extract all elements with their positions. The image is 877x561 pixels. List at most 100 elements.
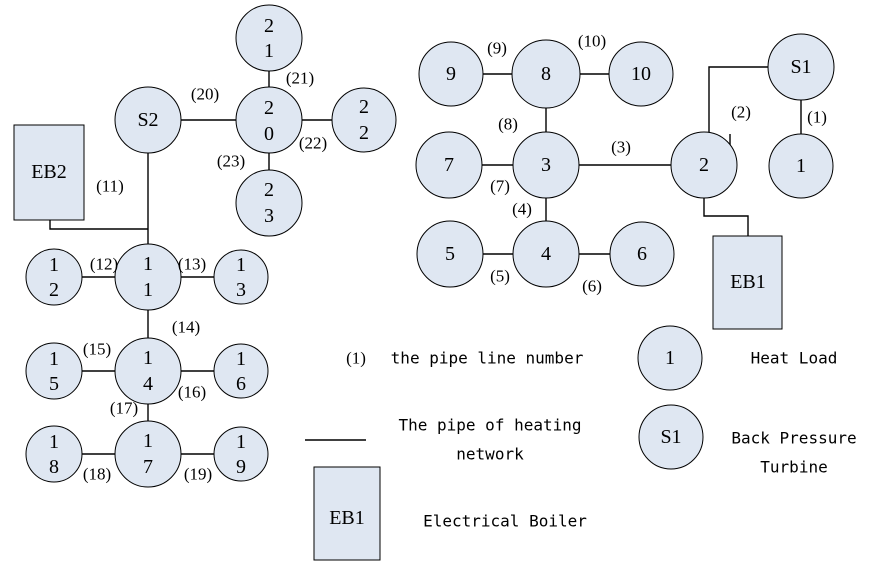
legend-boiler-text: Electrical Boiler: [423, 512, 587, 531]
node-6: 6: [609, 221, 675, 287]
legend-pipe-text-line2: network: [456, 445, 524, 464]
svg-text:1: 1: [796, 155, 806, 177]
legend-pipe-number-sample: (1): [346, 349, 366, 368]
svg-text:2: 2: [49, 279, 59, 301]
svg-text:5: 5: [445, 243, 455, 265]
node-7: 7: [415, 131, 483, 199]
pipe-label-15: (15): [83, 340, 111, 359]
svg-text:2: 2: [264, 15, 274, 37]
node-s1: S1: [767, 33, 835, 101]
pipe-label-10: (10): [578, 32, 606, 51]
pipe-label-9: (9): [487, 39, 507, 58]
pipe-eb2-line: [49, 220, 148, 230]
svg-text:S1: S1: [660, 426, 681, 448]
svg-text:7: 7: [143, 456, 153, 478]
legend: (1) the pipe line number 1 Heat Load The…: [346, 325, 857, 531]
legend-boiler-symbol: EB1: [313, 466, 381, 561]
node-18: 1 8: [25, 425, 83, 483]
svg-text:1: 1: [143, 253, 153, 275]
svg-text:1: 1: [143, 430, 153, 452]
svg-text:1: 1: [49, 431, 59, 453]
svg-text:S2: S2: [137, 109, 158, 131]
pipe-label-13: (13): [178, 255, 206, 274]
legend-turbine-text-line2: Turbine: [760, 458, 827, 477]
svg-text:1: 1: [236, 348, 246, 370]
node-5: 5: [416, 220, 484, 288]
legend-pipe-number-text: the pipe line number: [391, 349, 584, 368]
svg-text:3: 3: [541, 154, 551, 176]
svg-text:6: 6: [236, 373, 246, 395]
eb1-label: EB1: [730, 271, 766, 293]
node-1: 1: [768, 133, 834, 199]
node-3: 3: [512, 131, 580, 199]
node-15: 1 5: [25, 342, 83, 400]
pipe-label-11: (11): [96, 177, 124, 196]
svg-text:6: 6: [637, 243, 647, 265]
pipe-label-6: (6): [582, 277, 602, 296]
pipe-label-4: (4): [512, 200, 532, 219]
svg-text:2: 2: [359, 122, 369, 144]
node-17: 1 7: [114, 420, 182, 488]
svg-text:7: 7: [444, 154, 454, 176]
legend-turbine-symbol: S1: [638, 404, 704, 470]
node-23: 2 3: [235, 169, 303, 237]
pipe-label-16: (16): [178, 383, 206, 402]
svg-text:0: 0: [264, 123, 274, 145]
eb2-label: EB2: [31, 161, 67, 183]
legend-boiler-symbol-label: EB1: [329, 507, 365, 529]
pipe-label-22: (22): [299, 134, 327, 153]
svg-text:1: 1: [665, 347, 675, 369]
legend-heat-load-text: Heat Load: [751, 349, 838, 368]
svg-text:10: 10: [631, 63, 651, 85]
svg-text:1: 1: [143, 279, 153, 301]
eb2-box: EB2: [13, 124, 85, 221]
pipe-label-21: (21): [286, 69, 314, 88]
svg-text:1: 1: [236, 431, 246, 453]
pipe-label-2: (2): [731, 103, 751, 122]
pipe-label-3: (3): [611, 138, 631, 157]
pipe-label-14: (14): [172, 318, 200, 337]
legend-pipe-text-line1: The pipe of heating: [398, 416, 581, 435]
node-12: 1 2: [25, 248, 83, 306]
svg-text:2: 2: [699, 154, 709, 176]
pipe-label-7: (7): [490, 177, 510, 196]
node-14: 1 4: [114, 337, 182, 405]
pipe-lines: [49, 66, 802, 455]
pipe-label-8: (8): [498, 115, 518, 134]
svg-text:8: 8: [541, 63, 551, 85]
node-4: 4: [512, 220, 580, 288]
node-22: 2 2: [331, 87, 397, 153]
pipe-label-18: (18): [83, 465, 111, 484]
svg-text:8: 8: [49, 456, 59, 478]
pipe-number-labels: (1) (2) (3) (4) (5) (6) (7) (8) (9) (10)…: [83, 32, 827, 484]
svg-text:4: 4: [541, 243, 551, 265]
pipe-label-20: (20): [191, 85, 219, 104]
node-10: 10: [608, 41, 674, 107]
svg-text:5: 5: [49, 373, 59, 395]
svg-text:S1: S1: [790, 56, 811, 78]
pipe-label-19: (19): [184, 465, 212, 484]
svg-text:2: 2: [264, 179, 274, 201]
node-13: 1 3: [213, 249, 269, 305]
eb1-box: EB1: [712, 235, 783, 330]
node-20: 2 0: [235, 86, 303, 154]
node-16: 1 6: [213, 343, 269, 399]
svg-text:3: 3: [236, 279, 246, 301]
pipe-label-23: (23): [217, 152, 245, 171]
pipe-label-12: (12): [90, 255, 118, 274]
svg-text:4: 4: [143, 373, 153, 395]
node-9: 9: [418, 41, 484, 107]
pipe-label-17: (17): [110, 399, 138, 418]
svg-text:9: 9: [236, 456, 246, 478]
pipe-label-1: (1): [807, 108, 827, 127]
svg-text:1: 1: [236, 254, 246, 276]
node-21: 2 1: [235, 4, 303, 72]
svg-text:9: 9: [446, 63, 456, 85]
svg-text:1: 1: [143, 347, 153, 369]
node-2: 2: [670, 131, 738, 199]
svg-text:1: 1: [264, 40, 274, 62]
svg-text:3: 3: [264, 205, 274, 227]
legend-heat-load-symbol: 1: [637, 325, 703, 391]
